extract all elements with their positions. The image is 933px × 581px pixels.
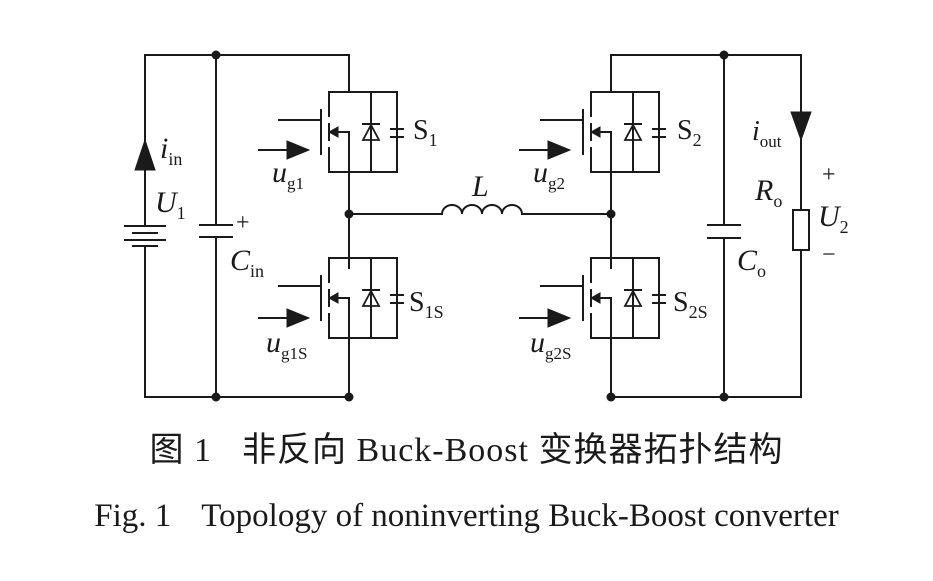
left-top-wire: [144, 54, 350, 93]
mosfet-s2s: [540, 237, 666, 359]
label-u2-minus: −: [822, 242, 836, 268]
circuit-diagram: iin U1 + Cin S1 ug1 S1S ug1S L S2 ug2 S2…: [124, 50, 849, 402]
caption-english: Fig. 1 Topology of noninverting Buck-Boos…: [0, 498, 933, 535]
label-cin-plus: +: [236, 210, 250, 236]
label-iin: iin: [160, 132, 182, 169]
resistor-ro: [792, 209, 810, 251]
gate-arrow-ug2s: [519, 308, 571, 328]
label-ug1: ug1: [272, 156, 304, 193]
caption-cn-fig: 图 1: [149, 432, 213, 469]
label-ug2: ug2: [533, 156, 565, 193]
label-ro: Ro: [754, 174, 782, 211]
label-s1: S1: [413, 115, 438, 150]
label-s1s: S1S: [409, 287, 444, 322]
gate-arrow-ug1s: [258, 308, 310, 328]
caption-en-title: Topology of noninverting Buck-Boost conv…: [201, 498, 839, 534]
label-co: Co: [737, 244, 766, 281]
battery-u1: [124, 225, 166, 247]
caption-cn-title: 非反向 Buck-Boost 变换器拓扑结构: [242, 432, 784, 469]
label-ug1s: ug1S: [266, 326, 307, 363]
iout-arrow: [790, 111, 812, 142]
iin-arrow: [134, 138, 156, 171]
caption-en-fig: Fig. 1: [94, 498, 172, 534]
label-l: L: [471, 170, 489, 203]
label-u1: U1: [155, 186, 186, 223]
caption-chinese: 图 1 非反向 Buck-Boost 变换器拓扑结构: [0, 422, 933, 471]
capacitor-cin: [199, 224, 233, 238]
label-u2: U2: [818, 200, 849, 237]
left-bottom-wire: [144, 327, 350, 398]
label-cin: Cin: [230, 244, 264, 281]
label-iout: iout: [752, 116, 782, 151]
right-top-wire: [610, 54, 802, 113]
label-u2-plus: +: [822, 162, 836, 188]
label-s2: S2: [677, 115, 702, 150]
junction-dots: [211, 50, 729, 402]
label-ug2s: ug2S: [530, 326, 571, 363]
label-s2s: S2S: [673, 287, 708, 322]
mosfet-s1s: [278, 237, 404, 359]
capacitor-co: [707, 224, 741, 239]
inductor: [440, 204, 524, 216]
